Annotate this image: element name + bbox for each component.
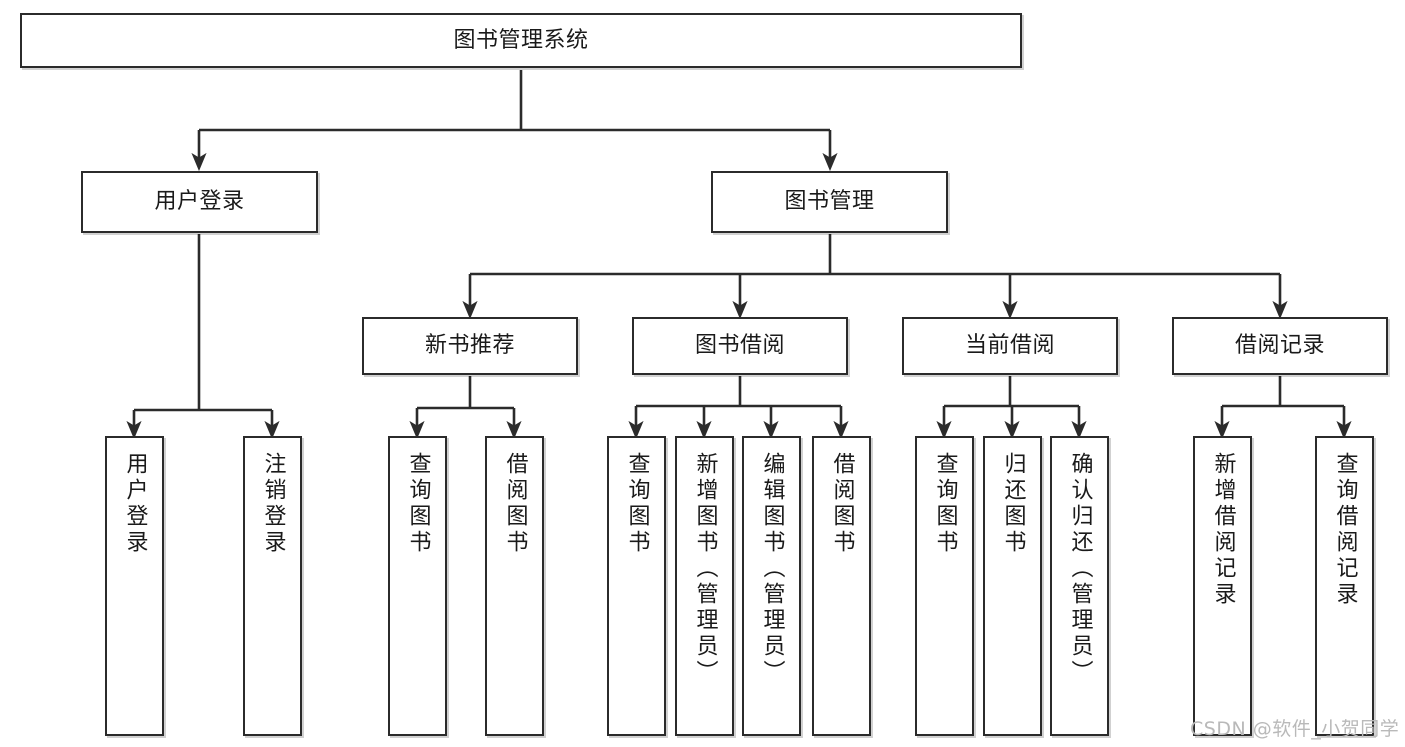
node-leaf-query-book-3-label: 查询图书 (932, 452, 958, 556)
node-leaf-query-record[interactable]: 查询借阅记录 (1315, 436, 1374, 736)
node-book-management[interactable]: 图书管理 (711, 171, 948, 233)
csdn-watermark: CSDN @软件_小贺同学 (1190, 718, 1400, 740)
node-current-borrow[interactable]: 当前借阅 (902, 317, 1118, 375)
node-leaf-borrow-book-1-label: 借阅图书 (502, 452, 528, 556)
node-leaf-return-book-label: 归还图书 (1000, 452, 1026, 556)
node-leaf-add-record[interactable]: 新增借阅记录 (1193, 436, 1252, 736)
node-leaf-borrow-book-2[interactable]: 借阅图书 (812, 436, 871, 736)
node-leaf-edit-book-label: 编辑图书（管理员） (759, 452, 785, 686)
node-borrow-record-label: 借阅记录 (1234, 333, 1325, 359)
node-leaf-confirm-return-label: 确认归还（管理员） (1067, 452, 1093, 686)
node-leaf-logout-login[interactable]: 注销登录 (243, 436, 302, 736)
node-leaf-add-book-label: 新增图书（管理员） (692, 452, 718, 686)
node-book-management-label: 图书管理 (784, 189, 875, 215)
node-user-login[interactable]: 用户登录 (81, 171, 318, 233)
node-book-borrow-label: 图书借阅 (694, 333, 785, 359)
node-leaf-borrow-book-2-label: 借阅图书 (829, 452, 855, 556)
node-leaf-return-book[interactable]: 归还图书 (983, 436, 1042, 736)
node-leaf-query-book-1-label: 查询图书 (405, 452, 431, 556)
node-book-borrow[interactable]: 图书借阅 (632, 317, 848, 375)
node-leaf-borrow-book-1[interactable]: 借阅图书 (485, 436, 544, 736)
node-user-login-label: 用户登录 (154, 189, 245, 215)
node-leaf-user-login-label: 用户登录 (122, 452, 148, 556)
node-leaf-confirm-return[interactable]: 确认归还（管理员） (1050, 436, 1109, 736)
node-root-label: 图书管理系统 (453, 27, 589, 53)
node-leaf-add-record-label: 新增借阅记录 (1210, 452, 1236, 608)
node-leaf-query-book-3[interactable]: 查询图书 (915, 436, 974, 736)
node-leaf-query-book-2[interactable]: 查询图书 (607, 436, 666, 736)
node-leaf-add-book[interactable]: 新增图书（管理员） (675, 436, 734, 736)
node-leaf-query-book-2-label: 查询图书 (624, 452, 650, 556)
node-root[interactable]: 图书管理系统 (20, 13, 1022, 68)
node-borrow-record[interactable]: 借阅记录 (1172, 317, 1388, 375)
node-new-book-recommend[interactable]: 新书推荐 (362, 317, 578, 375)
node-leaf-logout-login-label: 注销登录 (260, 452, 286, 556)
node-leaf-query-book-1[interactable]: 查询图书 (388, 436, 447, 736)
node-current-borrow-label: 当前借阅 (964, 333, 1055, 359)
node-leaf-query-record-label: 查询借阅记录 (1332, 452, 1358, 608)
node-leaf-user-login[interactable]: 用户登录 (105, 436, 164, 736)
node-new-book-recommend-label: 新书推荐 (424, 333, 515, 359)
node-leaf-edit-book[interactable]: 编辑图书（管理员） (742, 436, 801, 736)
